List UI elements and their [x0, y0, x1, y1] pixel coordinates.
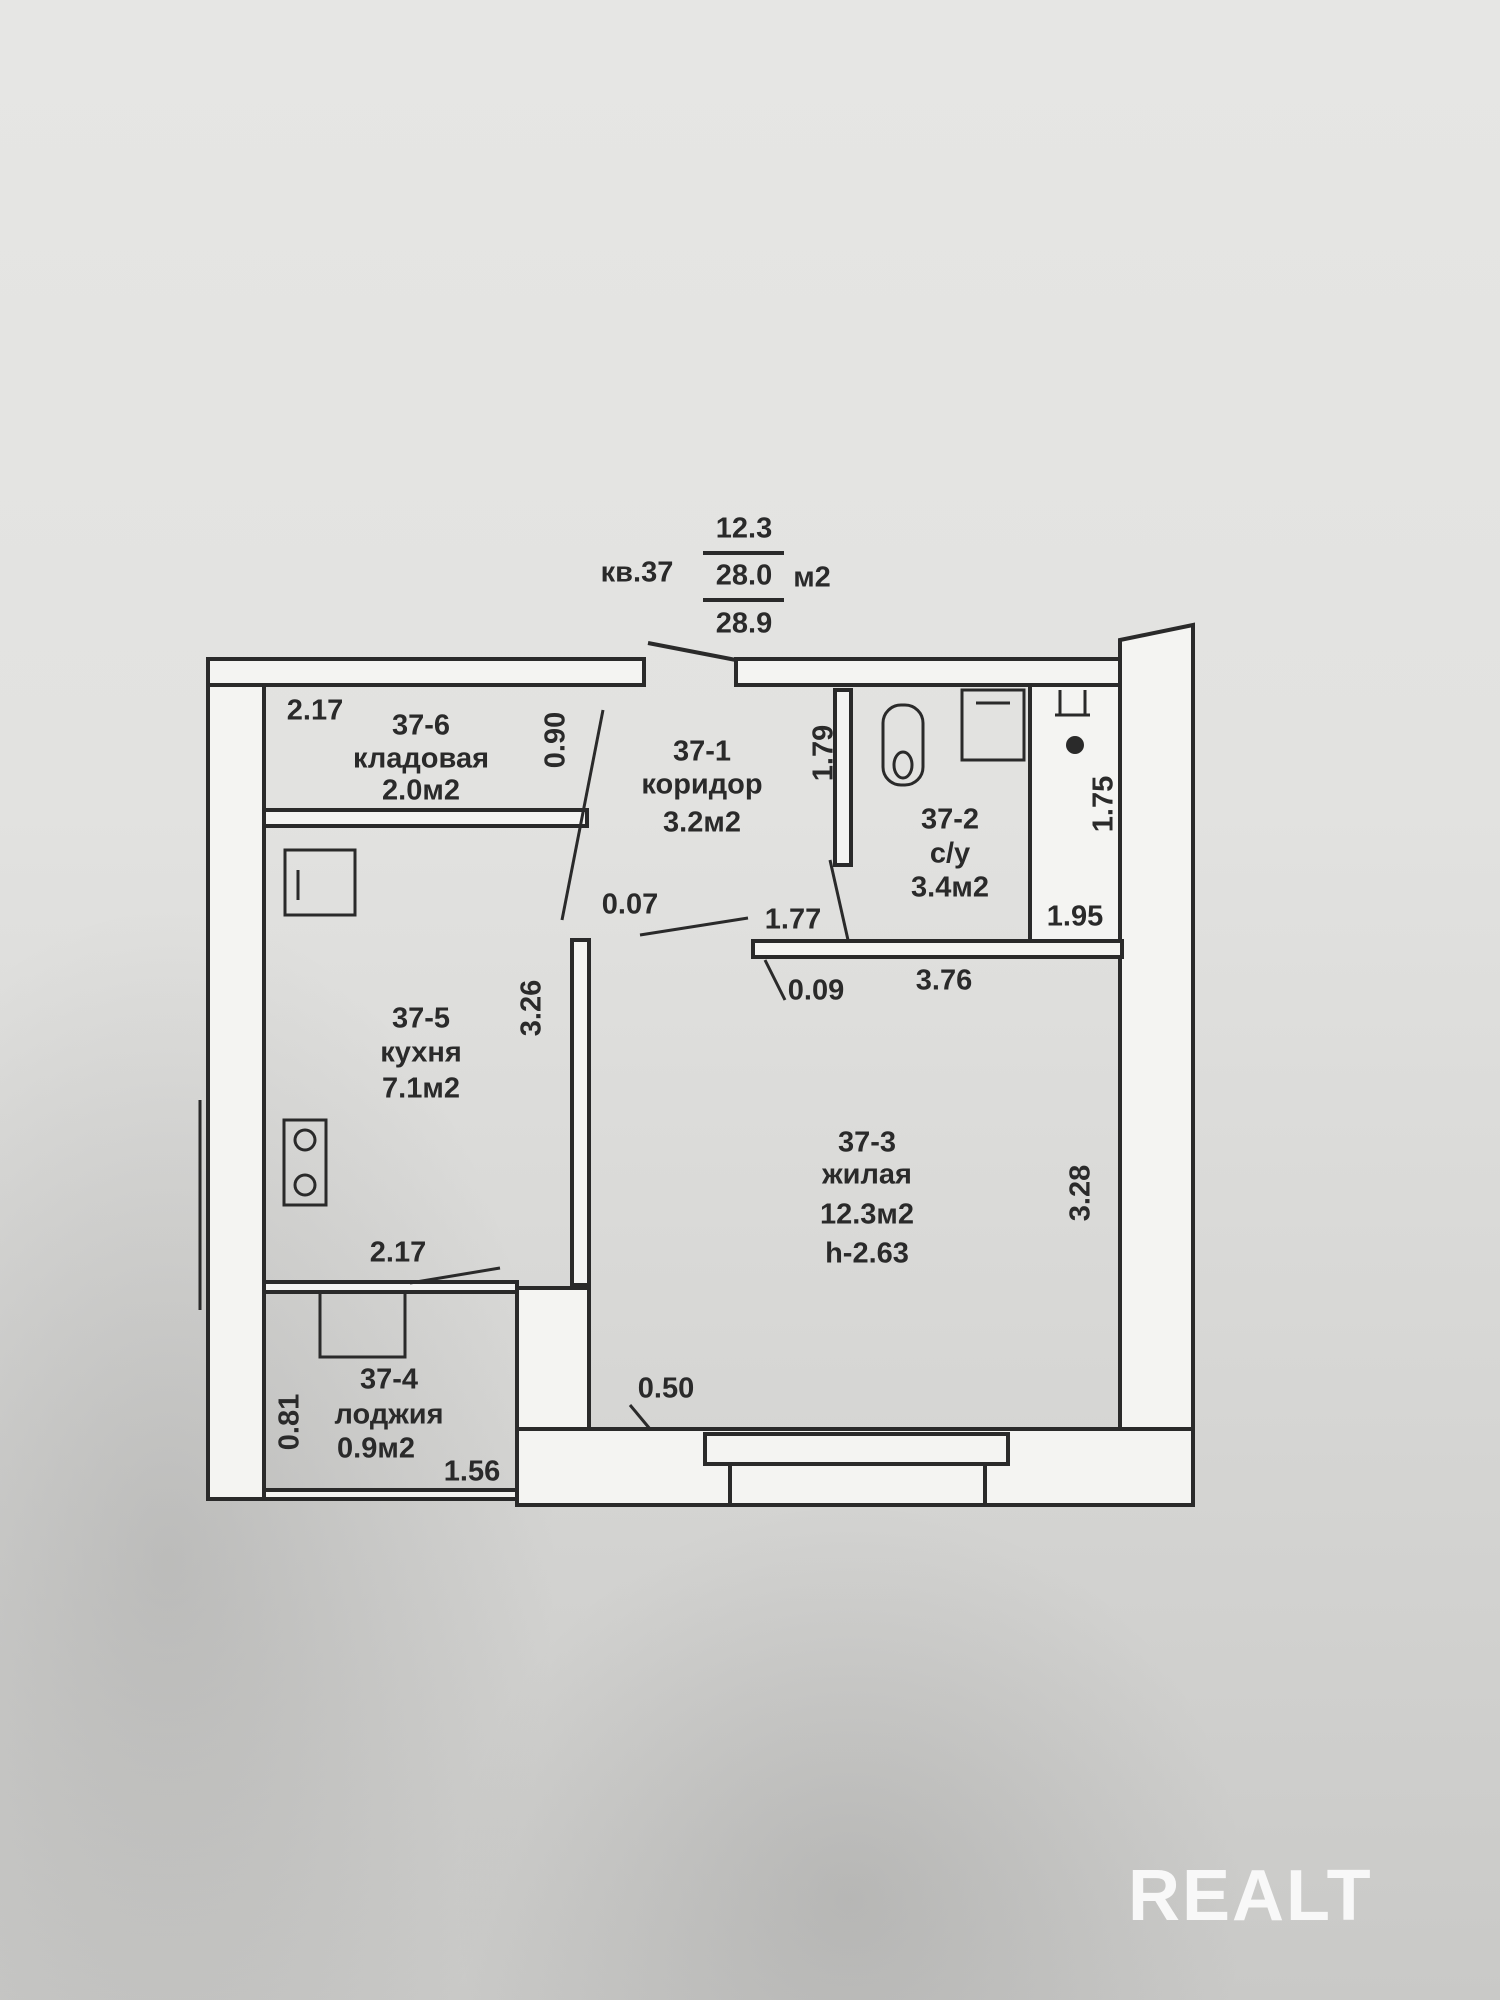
- dimension-label: 1.56: [444, 1456, 500, 1488]
- room-id: 37-2: [921, 804, 979, 836]
- room-area: 7.1м2: [382, 1073, 460, 1105]
- room-name: с/у: [930, 838, 970, 870]
- gross-area: 28.9: [716, 608, 772, 640]
- room-id: 37-5: [392, 1003, 450, 1035]
- room-id: 37-4: [360, 1364, 418, 1396]
- fixtures: [198, 641, 1090, 1430]
- apartment-label: кв.37: [601, 557, 674, 589]
- shaft: [1028, 683, 1122, 943]
- room-id: 37-3: [838, 1127, 896, 1159]
- realt-watermark-logo: REALT: [1128, 1856, 1373, 1936]
- dimension-label: 1.95: [1047, 901, 1103, 933]
- dimension-label: 0.07: [602, 889, 658, 921]
- room-area: 2.0м2: [382, 775, 460, 807]
- left-exterior-wall: [206, 683, 266, 1501]
- dimension-label: 3.28: [1065, 1165, 1097, 1221]
- window: [703, 1432, 1010, 1466]
- bath-door: [828, 859, 850, 941]
- living-door: [639, 916, 749, 937]
- right-exterior-wall: [1118, 622, 1195, 1507]
- room-name: кладовая: [353, 743, 489, 775]
- dimension-label: 0.50: [638, 1373, 694, 1405]
- dimension-label: 1.75: [1088, 776, 1120, 832]
- dimension-label: 0.90: [540, 712, 572, 768]
- room-id: 37-6: [392, 710, 450, 742]
- storage-wall: [262, 808, 589, 828]
- room-height: h-2.63: [825, 1238, 909, 1270]
- dimension-label: 2.17: [287, 695, 343, 727]
- room-area: 3.4м2: [911, 872, 989, 904]
- kitchen-living-wall: [570, 938, 591, 1287]
- room-area: 3.2м2: [663, 807, 741, 839]
- dimension-label: 3.76: [916, 965, 972, 997]
- room-area: 12.3м2: [820, 1199, 914, 1231]
- photo-shadow: [0, 900, 560, 2000]
- photo-shadow: [450, 1500, 1250, 2000]
- entrance-door: [647, 641, 737, 662]
- total-area: 28.0: [716, 560, 772, 592]
- storage-door: [560, 709, 605, 921]
- top-wall-left: [206, 657, 646, 687]
- living-area: 12.3: [716, 513, 772, 545]
- dimension-label: 3.26: [516, 980, 548, 1036]
- dimension-label: 1.79: [808, 725, 840, 781]
- bathroom-partition: [833, 688, 853, 867]
- window-mark: [628, 1404, 652, 1430]
- room-name: жилая: [821, 1159, 912, 1191]
- sink-icon: [283, 848, 357, 917]
- loggia-rail: [262, 1488, 519, 1501]
- walls: [206, 622, 1195, 1507]
- room-name: лоджия: [334, 1399, 443, 1431]
- window-sill: [728, 1462, 987, 1507]
- bathroom-wall: [751, 939, 1124, 959]
- dimension-label: 1.77: [765, 904, 821, 936]
- dimension-label: 0.09: [788, 975, 844, 1007]
- room-id: 37-1: [673, 736, 731, 768]
- washbasin-icon: [960, 688, 1026, 762]
- room-name: коридор: [641, 769, 762, 801]
- area-unit: м2: [793, 562, 831, 594]
- dimension-label: 2.17: [370, 1237, 426, 1269]
- dimension-label: 0.81: [274, 1394, 306, 1450]
- stove-icon: [282, 1118, 328, 1207]
- top-wall-right: [734, 657, 1124, 687]
- room-area: 0.9м2: [337, 1433, 415, 1465]
- stair-icon: [318, 1290, 407, 1359]
- door-swing: [763, 959, 787, 1001]
- kitchen-door: [409, 1266, 501, 1285]
- toilet-icon: [881, 703, 925, 787]
- room-name: кухня: [380, 1037, 462, 1069]
